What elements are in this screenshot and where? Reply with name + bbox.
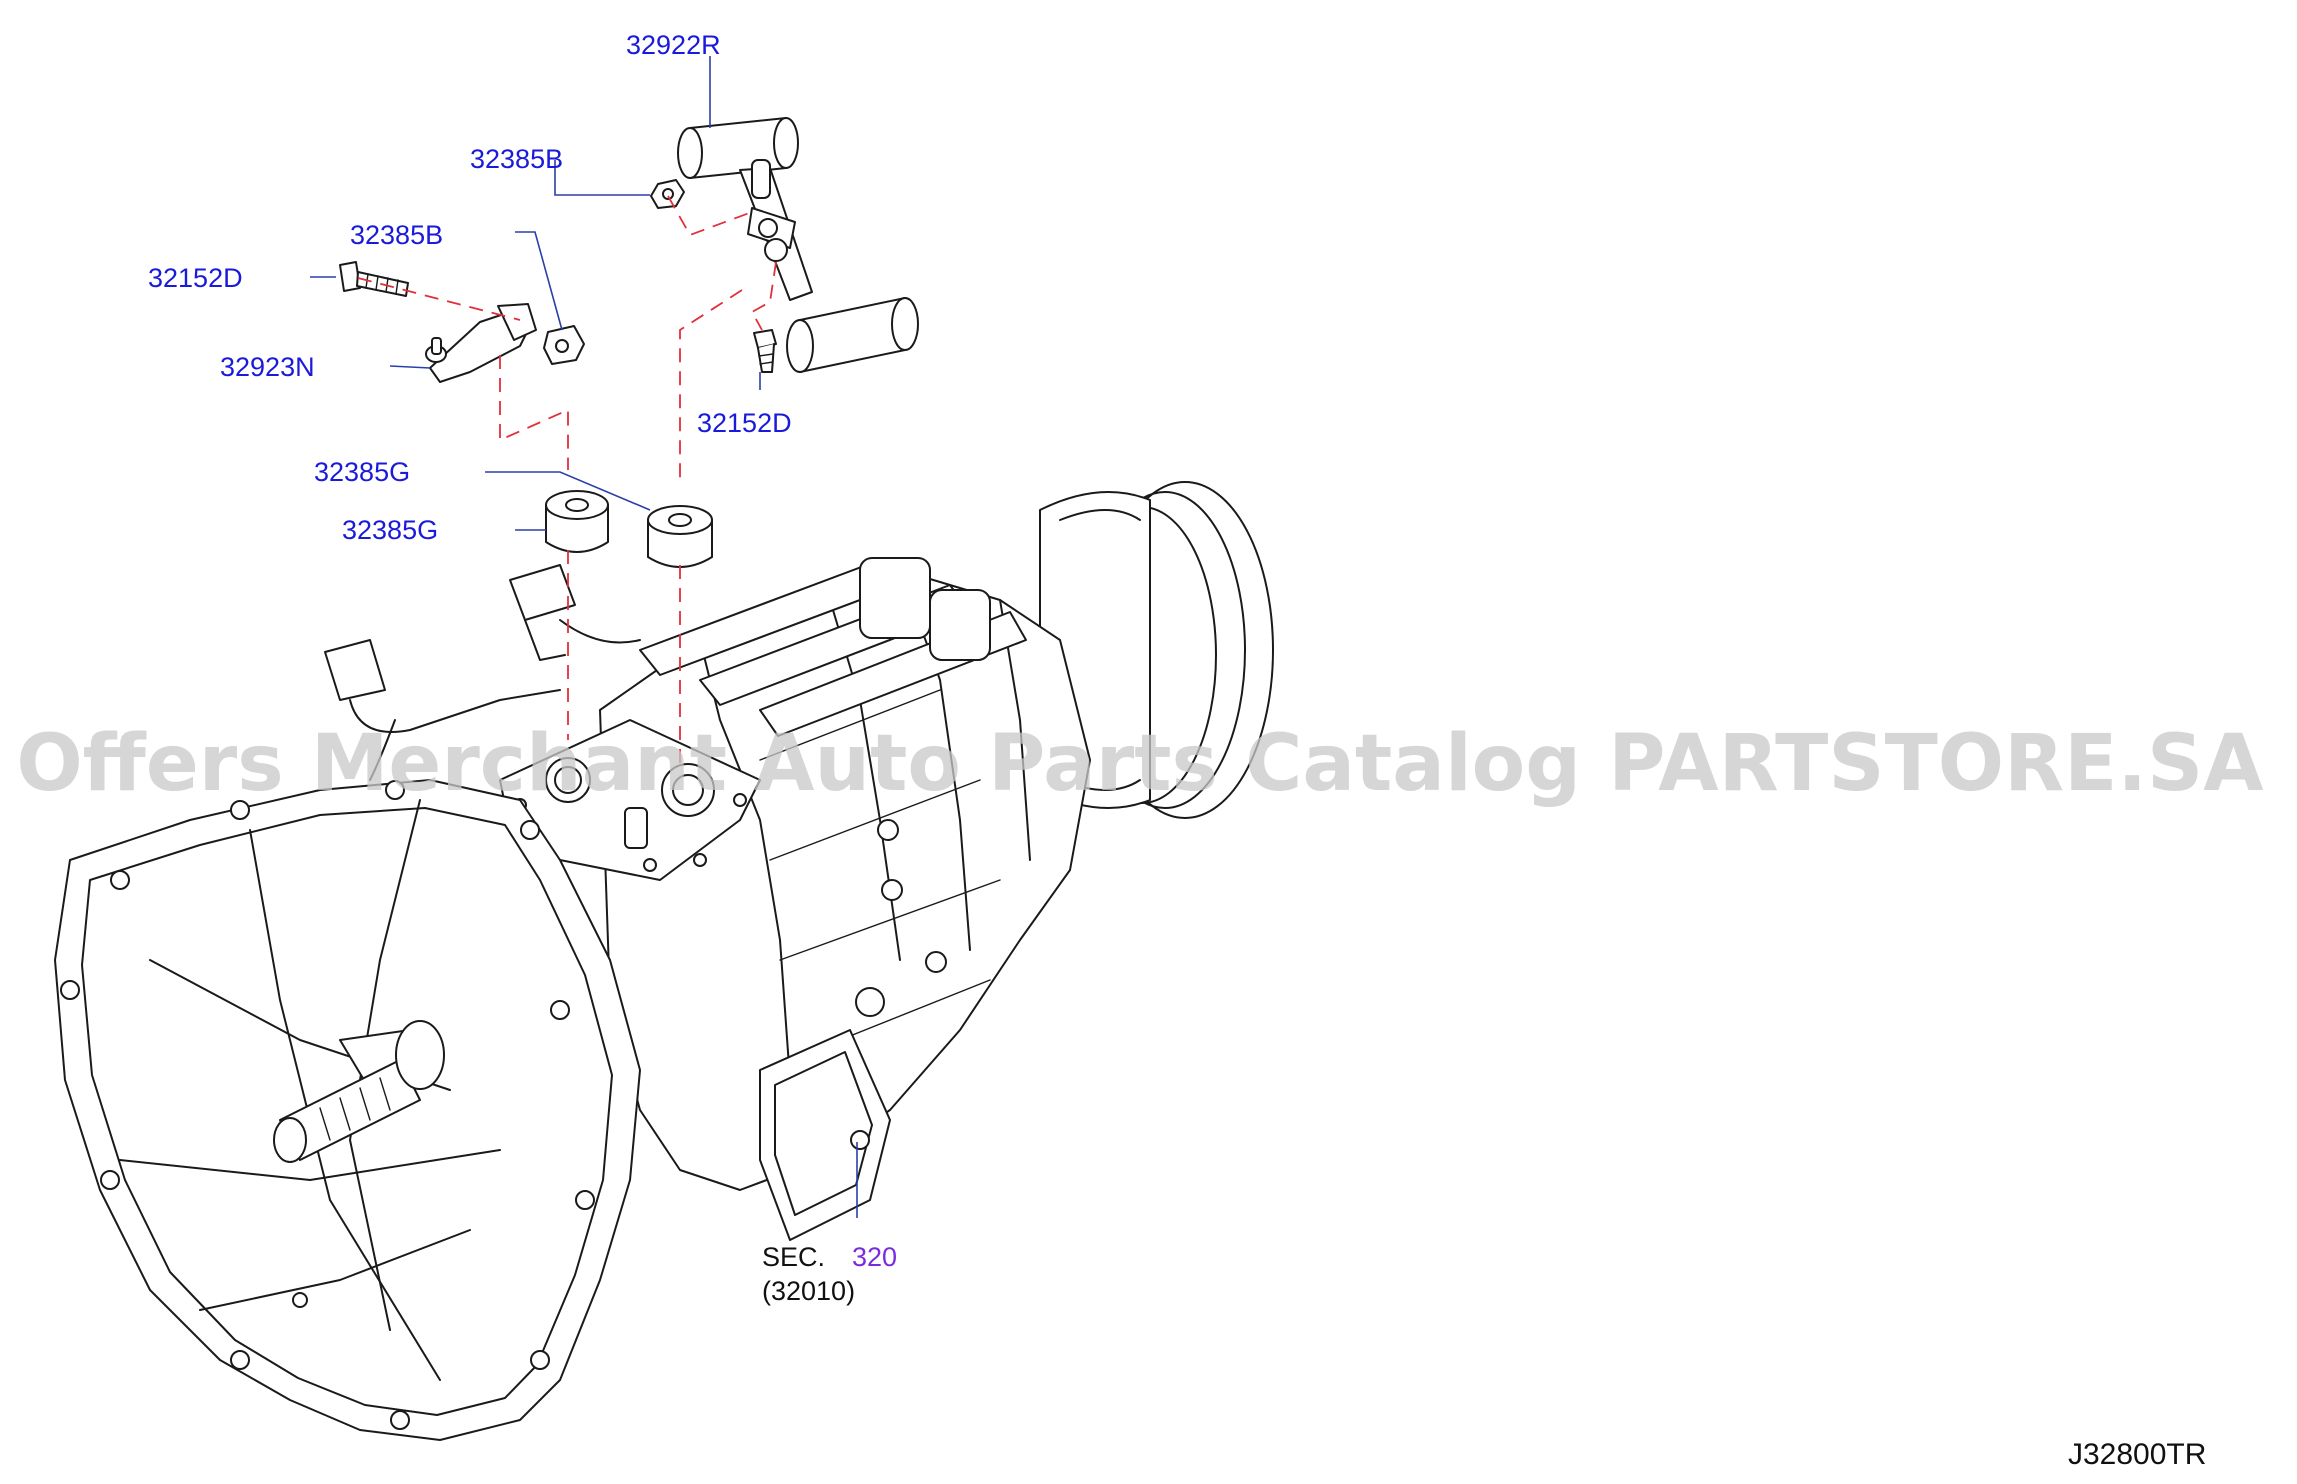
callout-32385g-upper[interactable]: 32385G (314, 457, 410, 487)
callout-32385g-lower[interactable]: 32385G (342, 515, 438, 545)
section-link[interactable]: 320 (852, 1242, 897, 1272)
watermark: Offers Merchant Auto Parts Catalog PARTS… (16, 719, 2263, 809)
bolt-32152d-right (753, 329, 777, 373)
alignment-lines (357, 195, 777, 770)
callout-labels: 32922R 32385B 32385B 32152D 32923N 32152… (148, 30, 792, 545)
gearbox-case (324, 557, 1091, 1241)
callout-32152d-left[interactable]: 32152D (148, 263, 243, 293)
callout-32385b-upper[interactable]: 32385B (470, 144, 563, 174)
nut-upper (650, 179, 685, 209)
section-reference: SEC. 320 (32010) (762, 1242, 897, 1306)
transmission-assembly (54, 481, 1274, 1441)
leader-lines (310, 56, 858, 1218)
diagram-code: J32800TR (2068, 1438, 2206, 1471)
callout-32152d-right[interactable]: 32152D (697, 408, 792, 438)
callout-32385b-lower[interactable]: 32385B (350, 220, 443, 250)
callout-32922r[interactable]: 32922R (626, 30, 721, 60)
section-prefix: SEC. (762, 1242, 825, 1272)
input-shaft (273, 1020, 445, 1163)
callout-32923n[interactable]: 32923N (220, 352, 315, 382)
section-part-number: (32010) (762, 1276, 855, 1306)
bushing-left (545, 490, 609, 553)
shift-lever-assembly (677, 117, 919, 373)
bushing-right (647, 505, 713, 568)
